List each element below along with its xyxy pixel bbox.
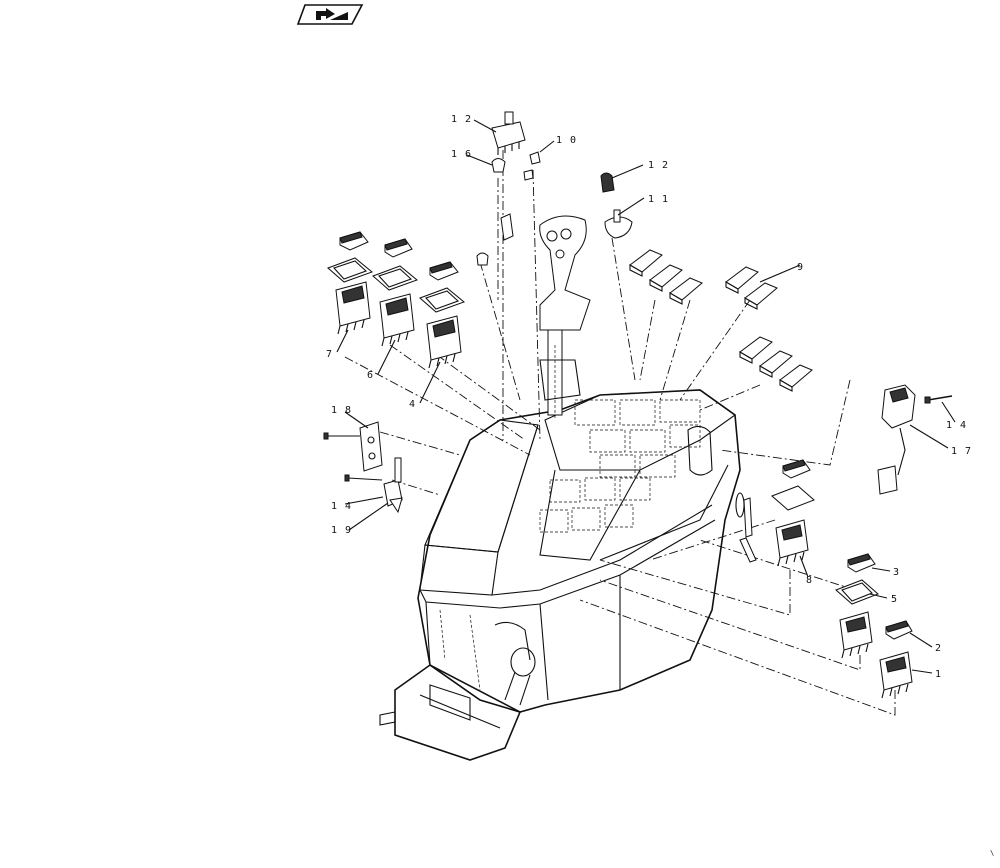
callout-12: 1 2 (451, 114, 472, 125)
toggle-switch-part (476, 111, 541, 266)
callout-19: 1 9 (331, 525, 352, 536)
callout-17: 1 7 (951, 446, 972, 457)
callout-3: 3 (893, 567, 900, 578)
callout-6: 6 (367, 370, 374, 381)
callout-14: 1 4 (946, 420, 967, 431)
callout-1: 1 (935, 669, 942, 680)
callout-18: 1 8 (331, 405, 352, 416)
callout-7: 7 (326, 349, 333, 360)
corner-mark: \ (990, 849, 995, 857)
console-housing (379, 389, 745, 761)
callout-9: 9 (797, 262, 804, 273)
callout-11: 1 1 (648, 194, 669, 205)
assembly-leader-lines (344, 150, 896, 716)
relay-part (877, 384, 953, 495)
callout-4: 4 (409, 399, 416, 410)
callout-16: 1 6 (451, 149, 472, 160)
callout-8: 8 (806, 575, 813, 586)
joystick-assembly (539, 215, 591, 420)
blank-plug-set (629, 249, 813, 392)
callout-leader-lines (336, 119, 956, 674)
callout-2: 2 (935, 643, 942, 654)
callout-12: 1 2 (648, 160, 669, 171)
callout-5: 5 (891, 594, 898, 605)
bracket-part (323, 421, 403, 514)
callout-14: 1 4 (331, 501, 352, 512)
rocker-switch-group-right (739, 459, 913, 699)
rocker-switch-group-left (327, 231, 465, 369)
callout-labels: 1 2 1 0 1 6 1 2 1 1 9 7 6 4 1 8 1 4 1 9 … (326, 114, 972, 680)
knob-part (600, 172, 633, 239)
page-turn-arrow-icon[interactable] (296, 4, 364, 25)
callout-10: 1 0 (556, 135, 577, 146)
